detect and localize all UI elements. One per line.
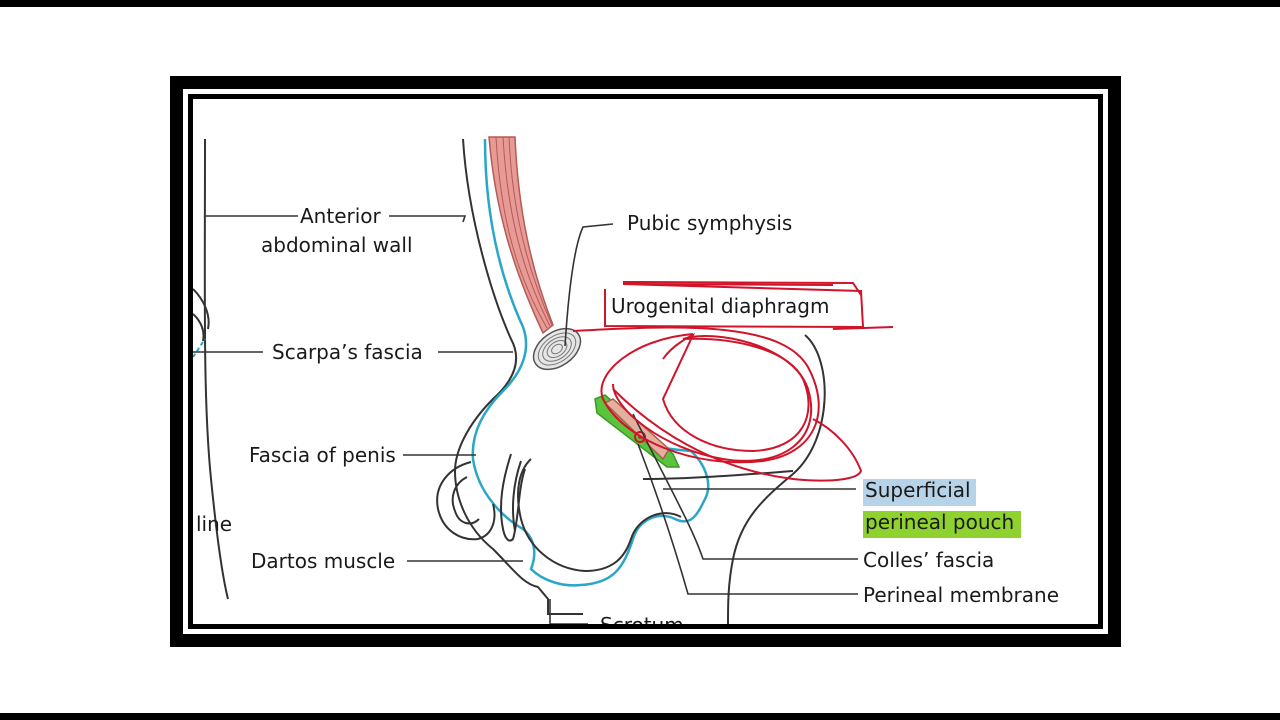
perineum-sagittal-diagram: Anterior abdominal wall Pubic symphysis …: [193, 136, 1059, 624]
highlight-perineal-pouch: [863, 511, 1021, 538]
label-panel-letter: B: [414, 622, 428, 624]
slide-frame-white-gap: Anterior abdominal wall Pubic symphysis …: [183, 89, 1108, 634]
leader-lines: [193, 215, 858, 624]
label-dartos-muscle: Dartos muscle: [251, 549, 395, 573]
highlight-superficial: [863, 479, 976, 506]
bottom-black-bar: [0, 713, 1280, 720]
testis-outline: [517, 458, 682, 573]
red-annotation-scribble: [572, 326, 863, 482]
slide-frame: Anterior abdominal wall Pubic symphysis …: [170, 76, 1121, 647]
diagram-canvas: Anterior abdominal wall Pubic symphysis …: [193, 99, 1098, 624]
label-pubic-symphysis: Pubic symphysis: [627, 211, 792, 235]
scrotum-outline: [454, 470, 583, 615]
label-perineal-membrane: Perineal membrane: [863, 583, 1059, 607]
label-line: line: [196, 512, 232, 536]
perineum-right-outline: [642, 334, 826, 624]
label-fascia-of-penis: Fascia of penis: [249, 443, 396, 467]
label-anterior-line1: Anterior: [300, 204, 382, 228]
superficial-fascia-blue-line: [471, 138, 710, 587]
abdominal-wall-outline: [193, 138, 229, 600]
slide-frame-inner-border: Anterior abdominal wall Pubic symphysis …: [188, 94, 1103, 629]
label-scarpas-fascia: Scarpa’s fascia: [272, 340, 423, 364]
label-scrotum: Scrotum: [600, 613, 684, 624]
rectus-muscle: [488, 136, 554, 335]
penis-outline: [436, 453, 526, 542]
label-superficial: Superficial: [865, 478, 971, 502]
label-anterior-line2: abdominal wall: [261, 233, 413, 257]
top-black-bar: [0, 0, 1280, 7]
pubic-symphysis-shape: [532, 327, 582, 371]
label-urogenital-diaphragm: Urogenital diaphragm: [611, 294, 829, 318]
red-annotation-box: [604, 281, 894, 330]
label-perineal-pouch: perineal pouch: [865, 510, 1014, 534]
label-colles-fascia: Colles’ fascia: [863, 548, 994, 572]
skin-outline: [454, 138, 518, 472]
